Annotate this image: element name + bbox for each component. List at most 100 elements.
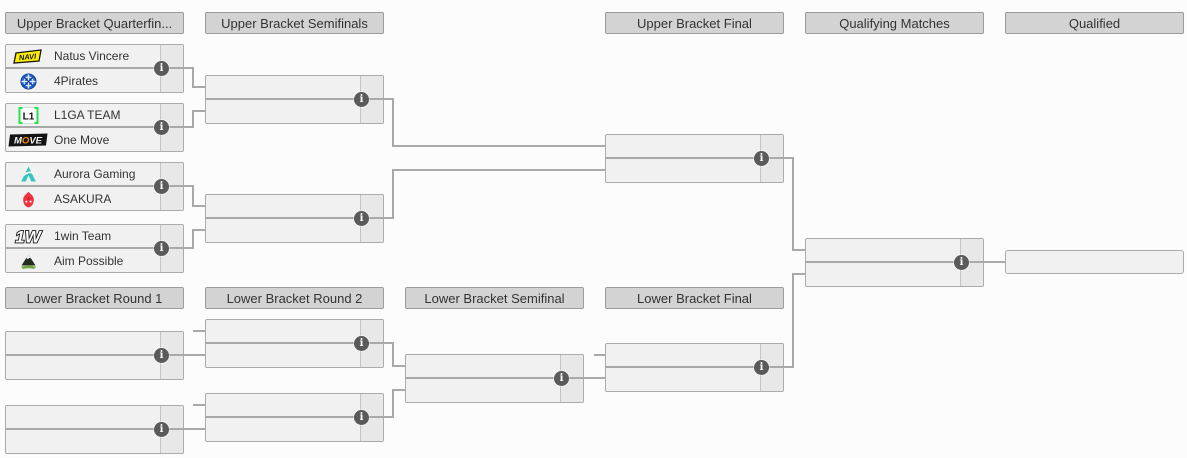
match-ub-final-1: i [605, 134, 784, 183]
team-slot: ASAKURA [6, 188, 160, 210]
round-header-lb-final: Lower Bracket Final [605, 287, 784, 309]
svg-text:MOVE: MOVE [14, 136, 43, 147]
bracket-connector [393, 389, 405, 391]
l1ga-logo: L1 [6, 105, 50, 125]
match-divider [406, 377, 583, 379]
team-slot: NAVI Natus Vincere [6, 45, 160, 67]
bracket-connector [193, 205, 205, 207]
bracket-connector [792, 157, 794, 251]
bracket-connector [193, 404, 205, 406]
bracket-connector [192, 110, 194, 128]
team-name[interactable]: One Move [54, 133, 110, 147]
round-header-lb-round-1: Lower Bracket Round 1 [5, 287, 184, 309]
match-info-icon[interactable]: i [154, 422, 169, 437]
match-divider [606, 157, 783, 159]
match-divider [206, 217, 383, 219]
match-lb-round-2-1: i [205, 319, 384, 368]
match-divider [806, 261, 983, 263]
match-info-icon[interactable]: i [954, 255, 969, 270]
bracket-connector [393, 365, 405, 367]
svg-text:NAVI: NAVI [18, 51, 37, 62]
bracket-connector [184, 247, 193, 249]
bracket-connector [184, 354, 205, 356]
bracket-connector [384, 342, 393, 344]
bracket-connector [784, 157, 793, 159]
match-info-icon[interactable]: i [154, 120, 169, 135]
team-slot [606, 369, 760, 391]
team-slot [206, 320, 360, 342]
1win-logo: 1W [6, 226, 50, 246]
onemove-logo: MOVE [6, 130, 50, 150]
round-header-qualifying-matches: Qualifying Matches [805, 12, 984, 34]
match-divider [206, 416, 383, 418]
team-slot [206, 195, 360, 217]
team-slot: MOVE One Move [6, 129, 160, 151]
bracket-connector [384, 98, 393, 100]
4pirates-logo [6, 71, 50, 91]
team-name[interactable]: ASAKURA [54, 192, 112, 206]
bracket-connector [184, 185, 193, 187]
bracket-connector [384, 416, 393, 418]
match-info-icon[interactable]: i [354, 92, 369, 107]
bracket-connector [584, 377, 605, 379]
team-name[interactable]: 1win Team [54, 229, 112, 243]
round-header-lb-round-2: Lower Bracket Round 2 [205, 287, 384, 309]
team-name[interactable]: Aim Possible [54, 254, 124, 268]
bracket-connector [192, 229, 194, 249]
match-info-icon[interactable]: i [154, 61, 169, 76]
round-header-lb-semifinal: Lower Bracket Semifinal [405, 287, 584, 309]
match-info-icon[interactable]: i [354, 211, 369, 226]
aimpossible-logo [6, 251, 50, 271]
team-slot [206, 76, 360, 98]
bracket-connector [784, 366, 793, 368]
match-qualifying-1: i [805, 238, 984, 287]
match-info-icon[interactable]: i [154, 348, 169, 363]
bracket-connector [984, 261, 1005, 263]
team-name[interactable]: 4Pirates [54, 74, 99, 88]
team-slot: L1 L1GA TEAM [6, 104, 160, 126]
team-slot [806, 239, 960, 261]
bracket-connector [594, 354, 605, 356]
bracket-connector [192, 185, 194, 207]
match-info-icon[interactable]: i [154, 241, 169, 256]
team-name[interactable]: L1GA TEAM [54, 108, 121, 122]
match-info-icon[interactable]: i [554, 371, 569, 386]
match-divider [606, 366, 783, 368]
match-ub-semifinals-1: i [205, 75, 384, 124]
svg-text:L1: L1 [22, 111, 34, 122]
team-slot [6, 431, 160, 453]
match-info-icon[interactable]: i [754, 360, 769, 375]
team-name[interactable]: Aurora Gaming [54, 167, 136, 181]
match-lb-final-1: i [605, 343, 784, 392]
bracket-connector [392, 169, 394, 219]
bracket-connector [384, 217, 393, 219]
team-slot [206, 419, 360, 441]
bracket-connector [393, 169, 605, 171]
match-lb-round-2-2: i [205, 393, 384, 442]
team-slot: 4Pirates [6, 70, 160, 92]
match-lb-round-1-1: i [5, 331, 184, 380]
navi-logo: NAVI [6, 46, 50, 66]
match-divider [206, 342, 383, 344]
match-info-icon[interactable]: i [154, 179, 169, 194]
match-ub-quarterfinals-2: L1 L1GA TEAM MOVE One Move i [5, 103, 184, 152]
team-slot [206, 345, 360, 367]
bracket-connector [792, 273, 794, 368]
bracket-connector [193, 229, 205, 231]
round-header-ub-semifinals: Upper Bracket Semifinals [205, 12, 384, 34]
bracket-connector [793, 249, 805, 251]
bracket-connector [393, 145, 605, 147]
team-slot [206, 101, 360, 123]
match-info-icon[interactable]: i [754, 151, 769, 166]
team-slot: 1W 1win Team [6, 225, 160, 247]
bracket-connector [392, 389, 394, 418]
match-divider [6, 247, 183, 249]
match-info-icon[interactable]: i [354, 336, 369, 351]
bracket-connector [392, 98, 394, 147]
team-name[interactable]: Natus Vincere [54, 49, 130, 63]
bracket-connector [184, 126, 193, 128]
match-divider [6, 126, 183, 128]
match-info-icon[interactable]: i [354, 410, 369, 425]
